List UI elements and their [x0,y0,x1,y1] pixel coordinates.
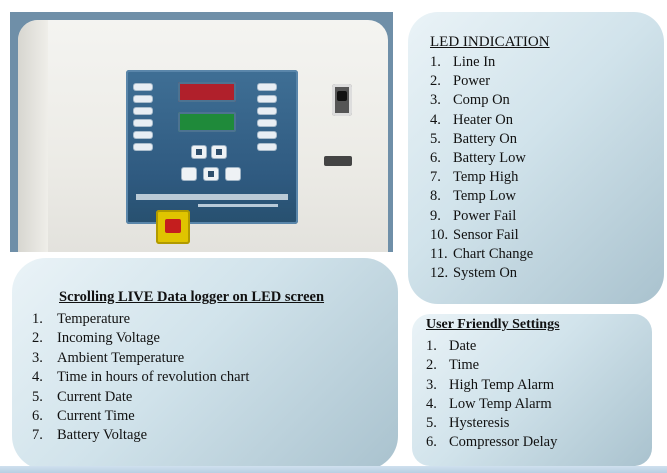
list-item: 1.Line In [430,54,496,70]
list-item: 3.Ambient Temperature [32,349,185,366]
data-logger-list: 1.Temperature 2.Incoming Voltage 3.Ambie… [32,311,382,447]
control-panel-face [126,70,298,224]
settings-list: 1.Date 2.Time 3.High Temp Alarm 4.Low Te… [426,338,646,454]
led-indication-list: 1.Line In 2.Power 3.Comp On 4.Heater On … [430,54,650,284]
data-logger-box: Scrolling LIVE Data logger on LED screen… [12,258,398,470]
list-item: 7.Battery Voltage [32,427,148,444]
control-panel-photo [10,12,393,252]
led-indication-title: LED INDICATION [430,34,550,50]
list-item: 10.Sensor Fail [430,226,519,243]
panel-label-plate [136,194,288,200]
data-logger-title: Scrolling LIVE Data logger on LED screen [59,289,325,305]
led-indication-box: LED INDICATION 1.Line In 2.Power 3.Comp … [408,12,664,304]
list-item: 6.Compressor Delay [426,434,558,451]
settings-title: User Friendly Settings [426,317,560,332]
list-item: 11.Chart Change [430,245,534,262]
mains-power-switch [156,210,190,244]
panel-housing [18,20,388,252]
list-item: 1.Date [426,338,477,354]
temperature-display-green [178,112,236,132]
bottom-strip [0,466,667,473]
set-key [212,146,226,158]
list-item: 2.Incoming Voltage [32,330,160,347]
side-key-switch [332,84,352,116]
list-item: 2.Power [430,73,491,90]
right-led-column [258,84,276,156]
list-item: 5.Battery On [430,130,518,147]
list-item: 2.Time [426,357,480,374]
list-item: 9.Power Fail [430,207,517,224]
list-item: 8.Temp Low [430,188,517,205]
list-item: 5.Current Date [32,388,133,405]
enter-key [226,168,240,180]
panel-manufacturer-plate [198,204,278,207]
left-led-column [134,84,152,156]
list-item: 3.Comp On [430,92,510,109]
list-item: 6.Current Time [32,407,135,424]
list-item: 3.High Temp Alarm [426,376,555,393]
menu-key [182,168,196,180]
up-key [192,146,206,158]
list-item: 5.Hysteresis [426,415,510,432]
settings-box: User Friendly Settings 1.Date 2.Time 3.H… [412,314,652,466]
list-item: 4.Heater On [430,111,513,128]
list-item: 7.Temp High [430,169,519,186]
list-item: 1.Temperature [32,311,131,327]
list-item: 4.Low Temp Alarm [426,395,552,412]
list-item: 4.Time in hours of revolution chart [32,369,250,386]
side-socket [324,156,352,166]
temperature-display-red [178,82,236,102]
list-item: 12.System On [430,265,518,282]
down-key [204,168,218,180]
list-item: 6.Battery Low [430,149,526,166]
